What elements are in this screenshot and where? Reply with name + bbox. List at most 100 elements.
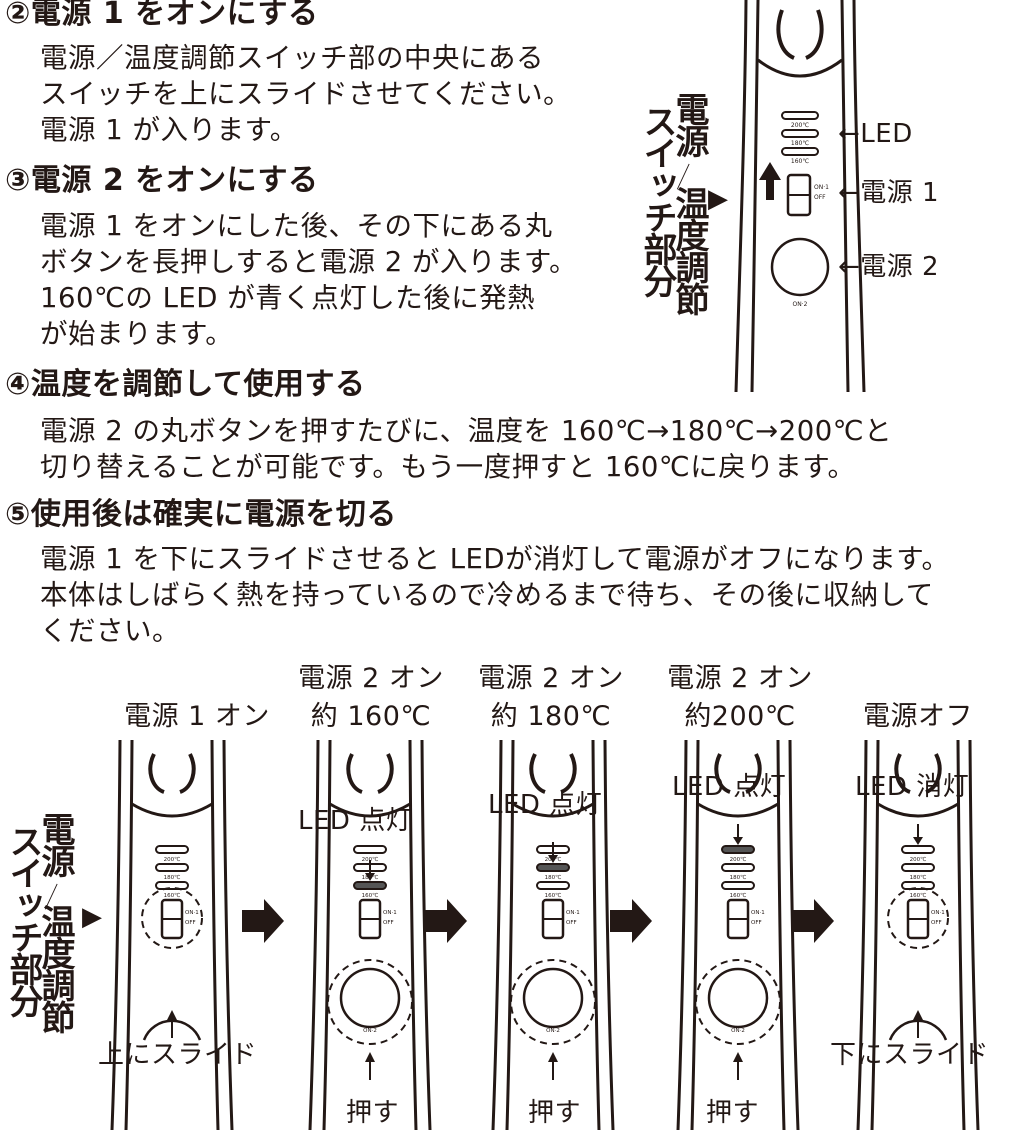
panel-1-led-bar-3 <box>155 881 189 890</box>
panel-3-button-label: ON·2 <box>546 1028 560 1034</box>
panel-3-panel-edge <box>512 802 594 818</box>
panel-3-oval-right <box>560 753 577 794</box>
step3-line-4: が始まります。 <box>40 318 234 350</box>
panel-5-led-bar-3 <box>901 881 935 890</box>
panel-4-led-bar-2 <box>721 863 755 872</box>
panel-1-led-temp-3: 160℃ <box>164 892 181 899</box>
panel-1-panel-edge <box>131 802 213 818</box>
top-device-illustration: 200℃ 180℃ 160℃ ON·1 OFF ON·2 <box>734 0 866 392</box>
step3-title: ③電源 2 をオンにする <box>5 163 319 198</box>
panel-2-body-inner-right <box>408 740 418 1130</box>
panel-5-switch-highlight <box>887 887 949 949</box>
panel-1-oval-left <box>148 753 165 794</box>
step2-line-3: 電源 1 が入ります。 <box>40 114 298 146</box>
bottom-side-label-switch: スイッチ部分 <box>3 824 43 1016</box>
step4-line-1: 電源 2 の丸ボタンを押すたびに、温度を 160℃→180℃→200℃と <box>40 415 893 447</box>
panel-4-panel-edge <box>697 802 779 818</box>
panel-5-body-outer-left <box>856 740 868 1130</box>
panel-5-panel-edge <box>877 802 959 818</box>
panel-3-title-line2: 約 180℃ <box>490 701 612 732</box>
top-switch-on-label: ON·1 <box>814 184 829 191</box>
top-temp-160: 160℃ <box>791 158 809 165</box>
up-arrow-icon <box>759 162 781 200</box>
panel-3-button <box>522 967 584 1029</box>
step2-line-1: 電源／温度調節スイッチ部の中央にある <box>40 42 544 74</box>
panel-5-switch-off-label: OFF <box>931 920 942 926</box>
step-arrow-icon-1 <box>242 899 284 943</box>
step5-line-1: 電源 1 を下にスライドさせると LEDが消灯して電源がオフになります。 <box>40 543 950 575</box>
panel-4-body-inner-right <box>776 740 786 1130</box>
panel-4-body-outer-right <box>788 740 800 1130</box>
panel-2-led-arrow-icon <box>365 873 375 881</box>
step3-line-3: 160℃の LED が青く点灯した後に発熱 <box>40 282 536 314</box>
panel-4-title-line2: 約200℃ <box>684 701 796 732</box>
panel-4-body-outer-left <box>676 740 688 1130</box>
panel-2-led-temp-3: 160℃ <box>362 892 379 899</box>
panel-2-body-outer-left <box>308 740 320 1130</box>
panel-3-note: 押す <box>528 1098 582 1128</box>
panel-1-switch-off-label: OFF <box>185 920 196 926</box>
panel-2-button-highlight <box>327 959 413 1045</box>
top-switch-off-label: OFF <box>814 194 826 201</box>
panel-1-oval-right <box>179 753 196 794</box>
step5-line-2: 本体はしばらく熱を持っているので冷めるまで待ち、その後に収納して <box>40 579 934 611</box>
panel-2-oval-left <box>346 753 363 794</box>
panel-5-body-inner-left <box>870 740 880 1130</box>
panel-3-press-arrow-icon <box>548 1052 558 1062</box>
panel-3-switch-on-label: ON·1 <box>566 910 580 916</box>
panel-4-button-label: ON·2 <box>731 1028 745 1034</box>
panel-4-switch-on-label: ON·1 <box>751 910 765 916</box>
panel-5-up-arrow-icon <box>913 1010 923 1020</box>
panel-2-note: 押す <box>346 1098 400 1128</box>
panel-4-oval-right <box>745 753 762 794</box>
step5-title: ⑤使用後は確実に電源を切る <box>5 497 397 532</box>
panel-1-title: 電源 1 オン <box>124 701 270 732</box>
panel-5-switch-on-label: ON·1 <box>931 910 945 916</box>
panel-4-note: 押す <box>706 1098 760 1128</box>
panel-5-oval-left <box>894 753 911 794</box>
panel-3-led-temp-2: 180℃ <box>545 874 562 881</box>
panel-1-body-outer-left <box>110 740 122 1130</box>
panel-5-body-outer-right <box>968 740 980 1130</box>
panel-4-led-arrow-icon <box>733 837 743 845</box>
panel-2-title-line1: 電源 2 オン <box>298 663 444 694</box>
step3-line-2: ボタンを長押しすると電源 2 が入ります。 <box>40 246 578 278</box>
panel-2-button <box>339 967 401 1029</box>
panel-1-body-inner-left <box>124 740 134 1130</box>
panel-4-led-temp-3: 160℃ <box>730 892 747 899</box>
step2-title: ②電源 1 をオンにする <box>5 0 319 31</box>
step5-line-3: ください。 <box>40 615 180 647</box>
top-pointer-icon: ▶ <box>708 184 728 214</box>
panel-2-panel-edge <box>329 802 411 818</box>
panel-1-led-bar-1 <box>155 845 189 854</box>
panel-5-led-temp-3: 160℃ <box>910 892 927 899</box>
panel-3-title-line1: 電源 2 オン <box>478 663 624 694</box>
panel-2-button-label: ON·2 <box>363 1028 377 1034</box>
panel-5-led-label: LED 消灯 <box>855 772 970 802</box>
panel-2-oval-right <box>377 753 394 794</box>
panel-3-switch-off-label: OFF <box>566 920 577 926</box>
panel-3-body-outer-right <box>603 740 615 1130</box>
panel-1-note: 上にスライド <box>98 1040 258 1070</box>
panel-2-body-inner-left <box>322 740 332 1130</box>
panel-4-press-arrow-icon <box>733 1052 743 1062</box>
panel-4-led-label: LED 点灯 <box>672 772 787 802</box>
panel-4-led-temp-2: 180℃ <box>730 874 747 881</box>
panel-1-body-outer-right <box>222 740 234 1130</box>
panel-4-title-line1: 電源 2 オン <box>667 663 813 694</box>
top-temp-180: 180℃ <box>791 140 809 147</box>
panel-3-body-outer-left <box>491 740 503 1130</box>
panel-1-switch-on-label: ON·1 <box>185 910 199 916</box>
bottom-side-label-temp: 温度調節 <box>35 904 75 1032</box>
panel-2-led-label: LED 点灯 <box>298 806 413 836</box>
panel-3-body-inner-right <box>591 740 601 1130</box>
panel-2-led-temp-1: 200℃ <box>362 856 379 863</box>
step4-title: ④温度を調節して使用する <box>5 367 366 402</box>
panel-1-led-bar-2 <box>155 863 189 872</box>
panel-4-button-highlight <box>695 959 781 1045</box>
panel-4-led-bar-3 <box>721 881 755 890</box>
panel-3-button-highlight <box>510 959 596 1045</box>
panel-4-button <box>707 967 769 1029</box>
top-side-label-power: 電源 <box>669 92 709 156</box>
panel-3-led-bar-2 <box>536 863 570 872</box>
